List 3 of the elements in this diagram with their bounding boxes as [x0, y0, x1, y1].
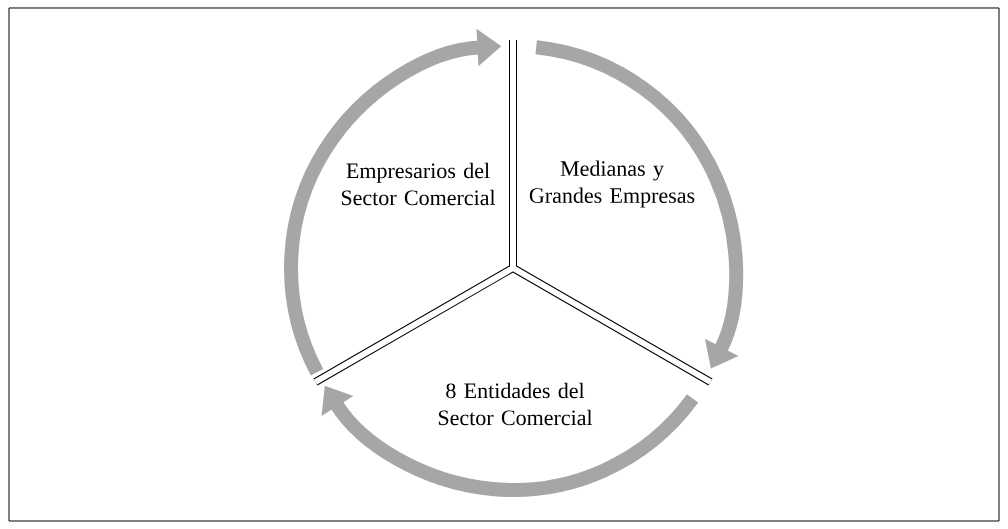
sector-label: 8 Entidades del Sector Comercial [438, 382, 593, 426]
sector-label: Empresarios del Sector Comercial [341, 162, 496, 206]
sector-label: Medianas y Grandes Empresas [529, 160, 695, 208]
